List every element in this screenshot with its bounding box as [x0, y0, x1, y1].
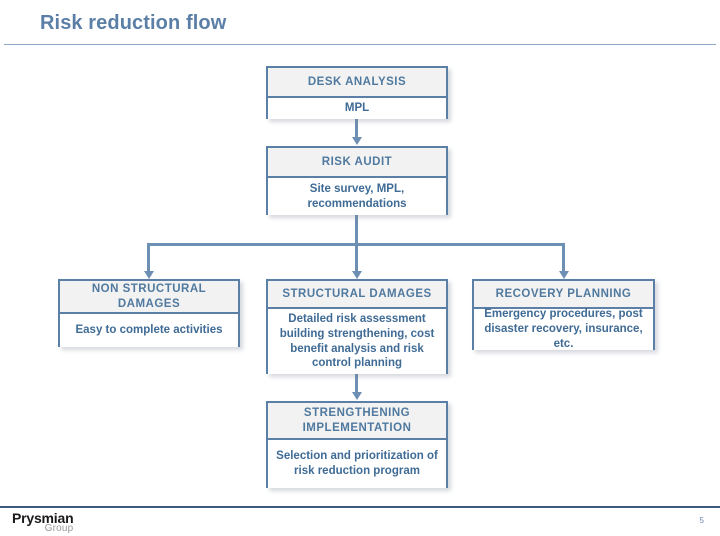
- connector-bus-to-recovery-line: [562, 243, 565, 272]
- page-number: 5: [699, 516, 704, 525]
- flow-box-header: STRENGTHENING IMPLEMENTATION: [268, 403, 446, 440]
- logo-wordmark: Prysmian: [12, 510, 74, 526]
- logo-subtitle: Group: [44, 523, 74, 534]
- flow-box-desk-analysis[interactable]: DESK ANALYSIS MPL: [266, 66, 448, 119]
- prysmian-group-logo: Prysmian Group: [12, 510, 74, 534]
- flow-box-header: RECOVERY PLANNING: [474, 281, 653, 309]
- flow-box-body: Selection and prioritization of risk red…: [268, 440, 446, 488]
- flow-box-recovery-planning[interactable]: RECOVERY PLANNING Emergency procedures, …: [472, 279, 655, 350]
- flow-box-body: MPL: [268, 98, 446, 119]
- connector-bus-to-recovery-arrowhead-icon: [559, 271, 569, 279]
- connector-structural-to-strengthening-line: [355, 374, 358, 393]
- connector-bus-to-non-structural-line: [147, 243, 150, 272]
- flow-box-body: Detailed risk assessment building streng…: [268, 309, 446, 374]
- page-title: Risk reduction flow: [40, 12, 227, 34]
- connector-bus-to-non-structural-arrowhead-icon: [144, 271, 154, 279]
- connector-bus-to-structural-line: [355, 243, 358, 272]
- flow-box-header: DESK ANALYSIS: [268, 68, 446, 98]
- connector-desk-to-audit-line: [355, 119, 358, 138]
- footer-divider: [0, 506, 720, 508]
- title-divider: [4, 44, 716, 45]
- flow-box-body: Emergency procedures, post disaster reco…: [474, 308, 653, 350]
- flow-box-header: STRUCTURAL DAMAGES: [268, 281, 446, 309]
- flow-box-header: RISK AUDIT: [268, 148, 446, 178]
- connector-audit-to-bus-line: [355, 215, 358, 246]
- flow-box-body: Site survey, MPL, recommendations: [268, 178, 446, 215]
- flow-box-strengthening-implementation[interactable]: STRENGTHENING IMPLEMENTATION Selection a…: [266, 401, 448, 488]
- connector-desk-to-audit-arrowhead-icon: [352, 137, 362, 145]
- connector-bus-to-structural-arrowhead-icon: [352, 271, 362, 279]
- flow-box-non-structural-damages[interactable]: NON STRUCTURAL DAMAGES Easy to complete …: [58, 279, 240, 347]
- connector-structural-to-strengthening-arrowhead-icon: [352, 392, 362, 400]
- flow-box-body: Easy to complete activities: [60, 314, 238, 347]
- flow-box-structural-damages[interactable]: STRUCTURAL DAMAGES Detailed risk assessm…: [266, 279, 448, 374]
- flow-box-risk-audit[interactable]: RISK AUDIT Site survey, MPL, recommendat…: [266, 146, 448, 215]
- flow-box-header: NON STRUCTURAL DAMAGES: [60, 281, 238, 314]
